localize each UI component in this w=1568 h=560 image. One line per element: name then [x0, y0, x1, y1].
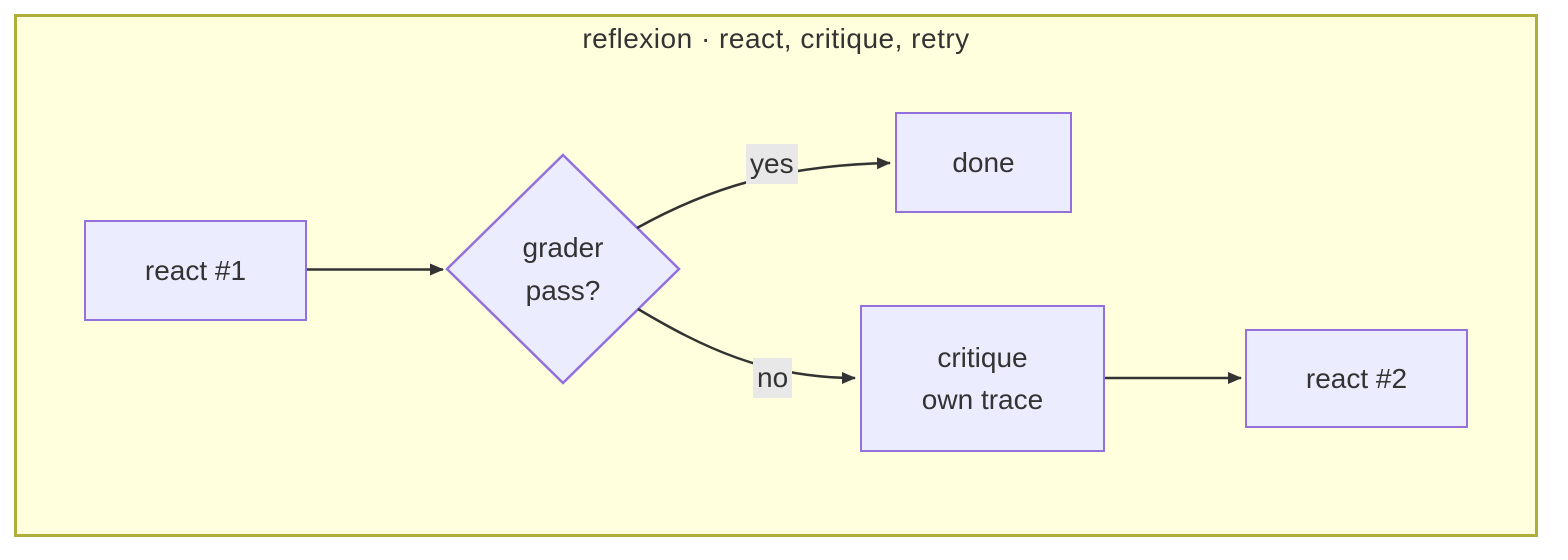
node-critique-own-trace: critique own trace	[860, 305, 1105, 452]
node-grader-pass-decision: grader pass?	[447, 155, 679, 383]
node-grader-line-2: pass?	[525, 275, 601, 306]
node-react-1-label: react #1	[144, 254, 247, 286]
node-done: done	[895, 112, 1072, 213]
node-grader-line-1: grader	[522, 231, 604, 263]
edge-label-no: no	[753, 358, 793, 398]
node-critique-line-2: own trace	[921, 383, 1044, 415]
node-react-1: react #1	[84, 220, 307, 321]
diagram-frame: reflexion · react, critique, retry	[14, 14, 1538, 537]
diagram-title: reflexion · react, critique, retry	[582, 23, 970, 54]
node-react-2: react #2	[1245, 329, 1468, 428]
edge-grader-to-critique-no	[637, 307, 856, 384]
edge-label-yes: yes	[746, 144, 798, 184]
diagram-canvas: reflexion · react, critique, retry	[17, 17, 1535, 534]
node-done-label: done	[952, 146, 1015, 178]
node-critique-line-1: critique	[937, 341, 1028, 373]
node-react-2-label: react #2	[1305, 362, 1408, 394]
decision-diamond-shape	[445, 153, 681, 385]
edges-layer	[307, 153, 1242, 385]
